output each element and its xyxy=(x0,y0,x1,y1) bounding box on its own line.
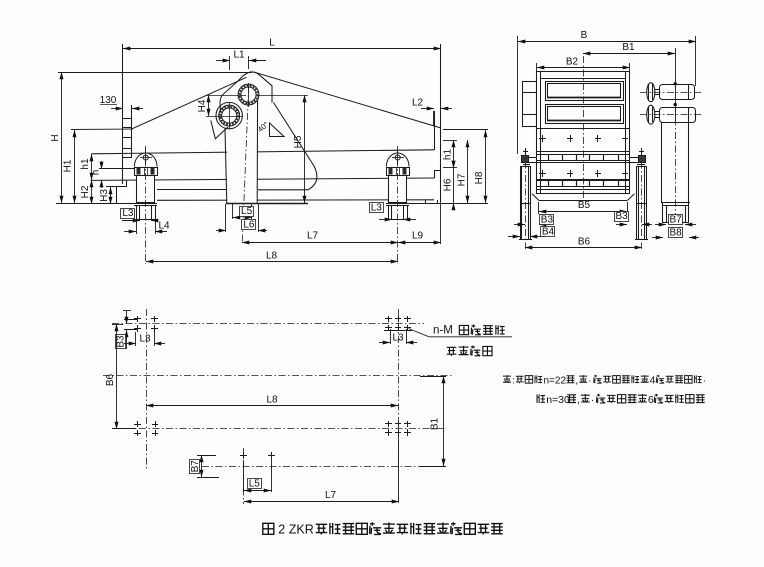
svg-text:130: 130 xyxy=(100,95,117,106)
svg-text::: : xyxy=(512,376,515,387)
svg-text:B4: B4 xyxy=(542,227,555,238)
svg-text:L3: L3 xyxy=(392,333,404,344)
svg-text:,: , xyxy=(575,376,578,387)
svg-text:B6: B6 xyxy=(578,236,591,247)
svg-text:B7: B7 xyxy=(669,214,682,225)
svg-text:h: h xyxy=(91,170,102,176)
svg-text:L5: L5 xyxy=(249,479,261,490)
svg-text:B3: B3 xyxy=(541,215,554,226)
svg-text:L9: L9 xyxy=(412,231,424,242)
svg-text:L1: L1 xyxy=(233,50,245,61)
svg-text:L4: L4 xyxy=(159,221,171,232)
svg-text:B5: B5 xyxy=(578,200,591,211)
svg-text:B: B xyxy=(581,30,588,41)
svg-text:L8: L8 xyxy=(266,250,278,261)
svg-text:H6: H6 xyxy=(443,178,454,191)
svg-text:L2: L2 xyxy=(412,98,424,109)
svg-text:·: · xyxy=(591,394,595,406)
svg-text:L6: L6 xyxy=(243,219,255,230)
svg-text:L8: L8 xyxy=(266,394,278,405)
svg-text:H5: H5 xyxy=(293,135,304,148)
svg-text:h1: h1 xyxy=(80,158,91,170)
svg-text:H4: H4 xyxy=(197,99,208,112)
svg-text:n-M: n-M xyxy=(433,325,453,337)
svg-text:B3: B3 xyxy=(615,211,628,222)
svg-text:H2: H2 xyxy=(80,185,91,198)
svg-text:L5: L5 xyxy=(241,206,253,217)
svg-text:H1: H1 xyxy=(63,159,74,172)
svg-text:B1: B1 xyxy=(622,42,635,53)
svg-text:6: 6 xyxy=(648,394,654,406)
svg-text:H3: H3 xyxy=(99,189,110,202)
svg-text:h1: h1 xyxy=(443,149,454,161)
svg-text:n=30: n=30 xyxy=(546,394,570,406)
svg-text:H8: H8 xyxy=(474,171,485,184)
svg-text:L: L xyxy=(269,38,275,49)
svg-text:L3: L3 xyxy=(122,208,134,219)
svg-text:B2: B2 xyxy=(566,57,579,68)
svg-text:·: · xyxy=(588,376,591,387)
svg-text:4: 4 xyxy=(650,376,656,387)
svg-text:B3: B3 xyxy=(116,335,127,348)
svg-text:,: , xyxy=(577,394,580,406)
svg-text:·: · xyxy=(703,376,706,387)
svg-text:n=22: n=22 xyxy=(544,376,567,387)
svg-text:H7: H7 xyxy=(457,173,468,186)
svg-text:L3: L3 xyxy=(139,333,151,344)
svg-text:L7: L7 xyxy=(325,490,337,501)
svg-text:L7: L7 xyxy=(307,231,319,242)
svg-text:B1: B1 xyxy=(430,417,441,430)
svg-text:L3: L3 xyxy=(371,202,383,213)
svg-text:B7: B7 xyxy=(190,460,201,473)
svg-text:2 ZKR: 2 ZKR xyxy=(278,523,313,537)
svg-text:B8: B8 xyxy=(669,227,682,238)
svg-text:H: H xyxy=(50,134,61,141)
svg-text:B6: B6 xyxy=(105,373,116,386)
